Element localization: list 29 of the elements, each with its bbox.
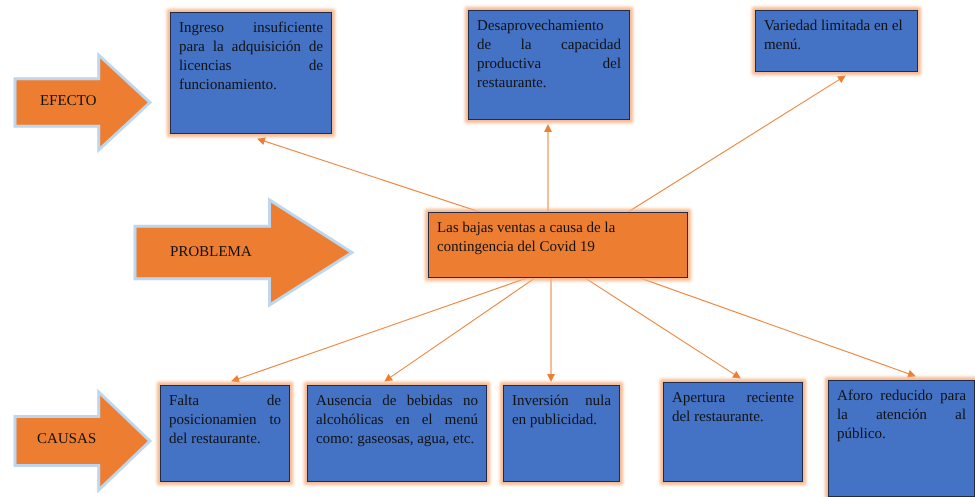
text-box (307, 385, 487, 482)
arrow (384, 278, 536, 382)
text-box (828, 380, 975, 497)
arrow-label: CAUSAS (37, 431, 96, 448)
text-box (503, 385, 620, 482)
text-box (663, 382, 803, 482)
box-text: Las bajas ventas a causa de la contingencia del Covid 19 (437, 219, 616, 257)
box-text: Variedad limitada en el menú. (764, 17, 904, 55)
text-box (468, 10, 630, 120)
arrow-label: PROBLEMA (170, 244, 252, 261)
arrow-label: EFECTO (40, 93, 96, 110)
arrow (584, 278, 741, 379)
box-text: Falta de posicionamien to del restaurante. (169, 392, 281, 449)
box-text: Aforo reducido para la atención al público. (837, 387, 966, 444)
arrow (257, 137, 480, 212)
arrow (544, 124, 552, 212)
box-text: Ausencia de bebidas no alcohólicas en el menú como: gaseosas, agua, etc. (316, 392, 478, 449)
box-text: Desaprovechamiento de la capacidad productiva del restaurante. (477, 17, 621, 93)
box-text: Apertura reciente del restaurante. (672, 389, 794, 427)
arrow (547, 278, 555, 382)
arrow (640, 278, 916, 378)
box-text: Ingreso insuficiente para la adquisición de licencias de funcionamiento. (179, 19, 323, 95)
text-box (170, 12, 332, 134)
arrow (231, 278, 528, 382)
arrow (628, 75, 846, 212)
problem-box (428, 212, 688, 278)
box-text: Inversión nula en publicidad. (512, 392, 611, 430)
text-box (755, 10, 918, 72)
text-box (160, 385, 290, 482)
